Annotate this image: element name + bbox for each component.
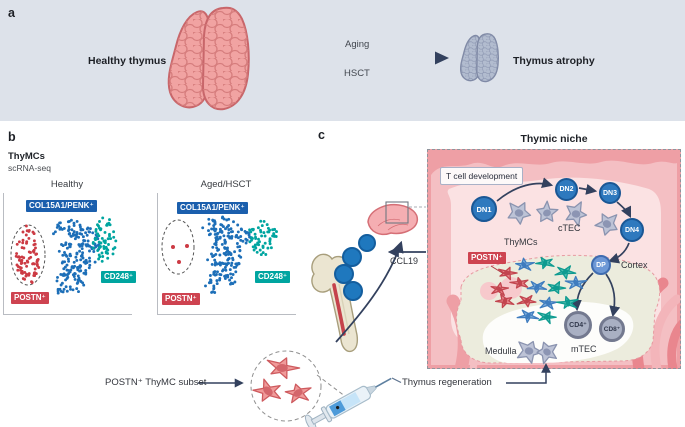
- badge-postn-niche: POSTN⁺: [468, 252, 506, 264]
- healthy-thymus-illustration: [167, 6, 250, 111]
- scrnaseq-subtitle: scRNA-seq: [8, 163, 51, 173]
- mtec-label: mTEC: [571, 344, 597, 354]
- inset-square: [385, 201, 409, 224]
- aging-label: Aging: [345, 39, 370, 50]
- stage-dp: DP: [591, 255, 611, 275]
- regeneration-arrow: [506, 363, 551, 384]
- plot-title-aged: Aged/HSCT: [200, 179, 252, 190]
- stage-dn4: DN4: [620, 218, 644, 242]
- stage-dn3: DN3: [599, 182, 621, 204]
- cortex-label: Cortex: [621, 260, 648, 270]
- hsc-cells: [334, 234, 376, 301]
- generated-cell-illustrations: [252, 200, 618, 404]
- panel-a-label: a: [8, 6, 15, 20]
- panel-b-label: b: [8, 130, 16, 144]
- scatter-plot-healthy: [3, 193, 132, 315]
- badge-cd248-healthy: CD248⁺: [101, 271, 137, 283]
- thymic-niche-dashed-frame: [427, 149, 681, 369]
- ccl19-label: CCL19: [390, 256, 419, 266]
- badge-postn-healthy: POSTN⁺: [11, 292, 49, 304]
- aging-hsct-arrow: [267, 51, 449, 65]
- panel-a-background: [0, 0, 685, 121]
- thymcs-niche-label: ThyMCs: [504, 237, 538, 247]
- postn-subset-label: POSTN⁺ ThyMC subset: [105, 377, 207, 388]
- thymcs-title: ThyMCs: [8, 151, 45, 162]
- thymus-regeneration-label: Thymus regeneration: [402, 377, 492, 388]
- hsct-label: HSCT: [344, 68, 370, 79]
- subset-dashed-circle: [250, 350, 322, 422]
- t-cell-development-arrows: [496, 177, 631, 318]
- badge-col15a1-penk-healthy: COL15A1/PENK⁺: [26, 200, 97, 212]
- atrophied-thymus-illustration: [459, 33, 500, 83]
- stage-dn1: DN1: [471, 196, 497, 222]
- small-thymus-illustration: [367, 203, 419, 236]
- cd8-cell: CD8⁺: [599, 316, 625, 342]
- cd4-cell: CD4⁺: [564, 311, 592, 339]
- badge-postn-aged: POSTN⁺: [162, 293, 200, 305]
- badge-cd248-aged: CD248⁺: [255, 271, 291, 283]
- scatter-plot-aged-hsct: [157, 193, 296, 315]
- thymic-niche-title: Thymic niche: [520, 133, 588, 145]
- badge-col15a1-penk-aged: COL15A1/PENK⁺: [177, 202, 248, 214]
- needle-to-label-line: [391, 377, 402, 384]
- plot-title-healthy: Healthy: [50, 179, 84, 190]
- healthy-thymus-label: Healthy thymus: [88, 55, 167, 67]
- thymus-atrophy-label: Thymus atrophy: [513, 55, 595, 67]
- medulla-label: Medulla: [485, 346, 517, 356]
- t-cell-development-box: T cell development: [440, 167, 524, 185]
- syringe-icon: [304, 377, 392, 427]
- panel-c-label: c: [318, 128, 325, 142]
- postn-pointer-line: [490, 265, 505, 275]
- ctec-label: cTEC: [558, 223, 581, 233]
- stage-dn2: DN2: [555, 178, 578, 201]
